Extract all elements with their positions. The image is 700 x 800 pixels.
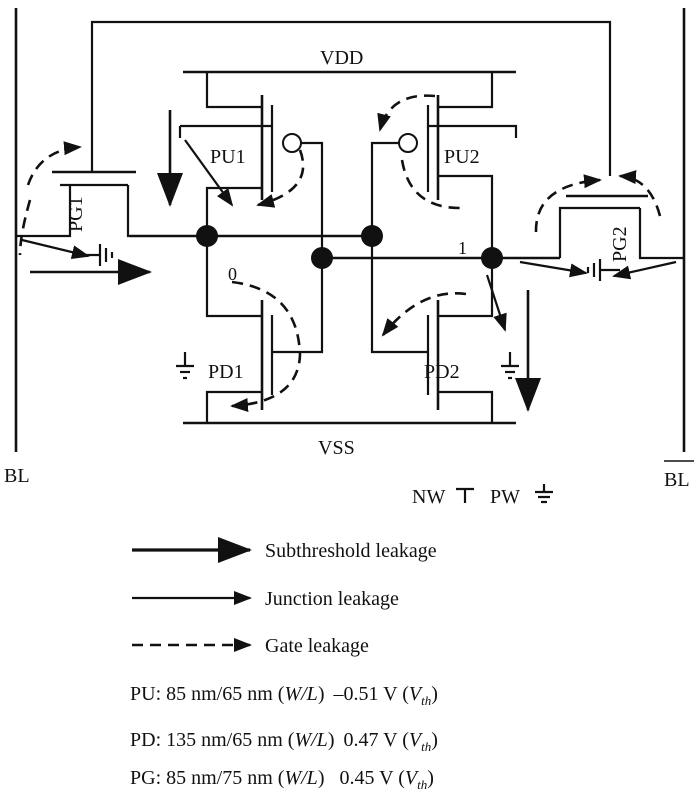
spec-name: PG: (130, 767, 162, 789)
nw-label: NW (412, 486, 445, 508)
legend-subthreshold-text: Subthreshold leakage (265, 540, 437, 562)
transistor-pg2 (558, 194, 684, 260)
spec-vth-sub: th (421, 739, 432, 754)
junction-node (311, 247, 333, 269)
spec-wl: 85 nm/75 nm (166, 767, 273, 789)
pg2-label: PG2 (609, 226, 631, 262)
bitline-left-label: BL (4, 465, 30, 487)
spec-wl: 135 nm/65 nm (166, 729, 283, 751)
pwell-symbol (535, 484, 553, 504)
transistor-pd1 (205, 236, 324, 423)
gate-arrow (18, 199, 32, 256)
vdd-label: VDD (320, 47, 363, 69)
spec-vth: –0.51 V (333, 683, 398, 705)
pg1-label: PG1 (65, 196, 87, 232)
node-zero-label: 0 (228, 264, 237, 284)
gate-arrow (534, 174, 602, 233)
transistor-pg1 (16, 170, 136, 238)
gate-arrow (618, 170, 662, 217)
transistor-pu2 (370, 72, 518, 258)
gate-arrow (230, 280, 302, 413)
vss-label: VSS (318, 437, 355, 459)
spec-wl-tag: W/L (294, 729, 328, 751)
junction-arrow (612, 260, 677, 280)
spec-name: PU: (130, 683, 162, 705)
spec-vth-tag: V (408, 729, 422, 751)
junction-node (361, 225, 383, 247)
junction-arrow (519, 260, 588, 278)
gate-arrow (256, 149, 305, 208)
pw-label: PW (490, 486, 520, 508)
gate-arrow (26, 141, 82, 186)
pu2-label: PU2 (444, 146, 480, 168)
node-one-label: 1 (458, 238, 467, 258)
legend-gate-text: Gate leakage (265, 635, 369, 657)
transistor-pu1 (178, 72, 324, 258)
spec-pu: PU: 85 nm/65 nm (W/L) –0.51 V (Vth) (130, 683, 438, 708)
ground-symbol (501, 352, 519, 380)
junction-arrow (184, 139, 234, 207)
ground-symbol (176, 352, 194, 380)
pd1-label: PD1 (208, 361, 244, 383)
gate-arrow (400, 159, 461, 210)
spec-pg: PG: 85 nm/75 nm (W/L) 0.45 V (Vth) (130, 767, 434, 792)
spec-wl-tag: W/L (284, 767, 318, 789)
gate-arrow (377, 94, 436, 132)
junction-arrow (485, 274, 507, 332)
spec-vth-sub: th (421, 693, 432, 708)
gate-arrow (381, 292, 467, 337)
spec-wl: 85 nm/65 nm (166, 683, 273, 705)
legend-junction-text: Junction leakage (265, 588, 399, 610)
nwell-symbol (456, 487, 474, 503)
spec-vth-sub: th (417, 777, 428, 792)
spec-pd: PD: 135 nm/65 nm (W/L) 0.47 V (Vth) (130, 729, 438, 754)
spec-vth-tag: V (408, 683, 422, 705)
junction-node (196, 225, 218, 247)
junction-node (481, 247, 503, 269)
spec-vth-tag: V (404, 767, 418, 789)
bitline-right-label: BL (664, 469, 690, 491)
spec-vth: 0.45 V (339, 767, 394, 789)
wordline (90, 20, 612, 176)
transistor-pd2 (370, 236, 494, 423)
spec-wl-tag: W/L (284, 683, 318, 705)
pd2-label: PD2 (424, 361, 460, 383)
pu1-label: PU1 (210, 146, 246, 168)
junction-arrow (21, 238, 90, 260)
spec-name: PD: (130, 729, 162, 751)
spec-vth: 0.47 V (343, 729, 398, 751)
